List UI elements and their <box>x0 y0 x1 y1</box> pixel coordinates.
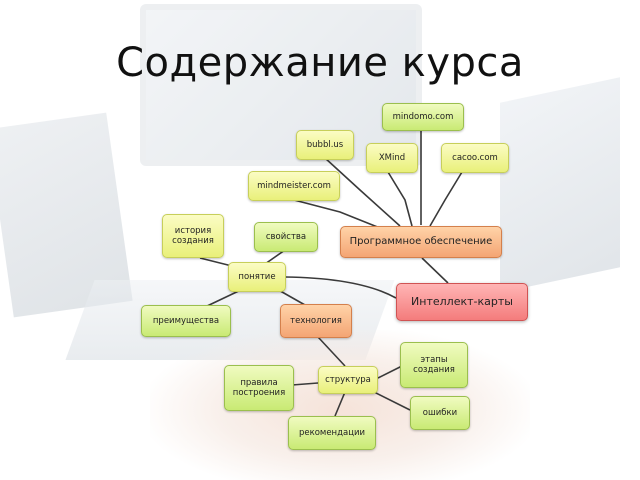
node-recommendations[interactable]: рекомендации <box>288 416 376 450</box>
node-xmind[interactable]: XMind <box>366 143 418 173</box>
link-properties-concept <box>264 249 286 265</box>
node-bubbl[interactable]: bubbl.us <box>296 130 354 160</box>
node-concept[interactable]: понятие <box>228 262 286 292</box>
slide-title: Содержание курса <box>116 40 524 86</box>
node-rules[interactable]: правила построения <box>224 365 294 411</box>
link-software-mindmaps <box>421 257 449 284</box>
node-structure[interactable]: структура <box>318 366 378 394</box>
node-errors-label: ошибки <box>422 408 458 418</box>
node-properties-label: свойства <box>265 232 307 242</box>
node-mindomo[interactable]: mindomo.com <box>382 103 464 131</box>
node-cacoo-label: cacoo.com <box>452 153 498 163</box>
node-bubbl-label: bubbl.us <box>306 140 344 150</box>
node-mindmeister-label: mindmeister.com <box>257 181 331 191</box>
link-mindmeister-software <box>293 199 381 229</box>
node-advantages[interactable]: преимущества <box>141 305 231 337</box>
node-software-label: Программное обеспечение <box>349 236 493 247</box>
node-technology[interactable]: технология <box>280 304 352 338</box>
link-cacoo-software <box>429 171 463 227</box>
link-bubbl-software <box>324 157 401 227</box>
node-recommendations-label: рекомендации <box>298 428 366 438</box>
node-mindmaps-label: Интеллект-карты <box>411 295 513 308</box>
background-tablet <box>140 4 422 166</box>
node-stages[interactable]: этапы создания <box>400 342 468 388</box>
node-concept-label: понятие <box>238 272 276 282</box>
link-structure-stages <box>377 365 403 379</box>
node-mindmaps[interactable]: Интеллект-карты <box>396 283 528 321</box>
node-errors[interactable]: ошибки <box>410 396 470 430</box>
node-mindmeister[interactable]: mindmeister.com <box>248 171 340 201</box>
node-rules-label: правила построения <box>232 378 286 398</box>
node-history[interactable]: история создания <box>162 214 224 258</box>
node-structure-label: структура <box>325 375 371 385</box>
node-cacoo[interactable]: cacoo.com <box>441 143 509 173</box>
node-technology-label: технология <box>290 316 342 326</box>
node-properties[interactable]: свойства <box>254 222 318 252</box>
link-structure-errors <box>369 389 411 411</box>
link-structure-recommendations <box>334 391 346 417</box>
link-xmind-software <box>387 171 413 227</box>
node-xmind-label: XMind <box>378 153 406 163</box>
link-concept-mindmaps <box>284 276 397 299</box>
link-structure-rules <box>291 382 319 386</box>
link-technology-structure <box>317 336 346 367</box>
node-software[interactable]: Программное обеспечение <box>340 226 502 258</box>
node-mindomo-label: mindomo.com <box>392 112 454 122</box>
node-history-label: история создания <box>172 226 214 246</box>
node-stages-label: этапы создания <box>413 355 455 375</box>
node-advantages-label: преимущества <box>152 316 220 326</box>
